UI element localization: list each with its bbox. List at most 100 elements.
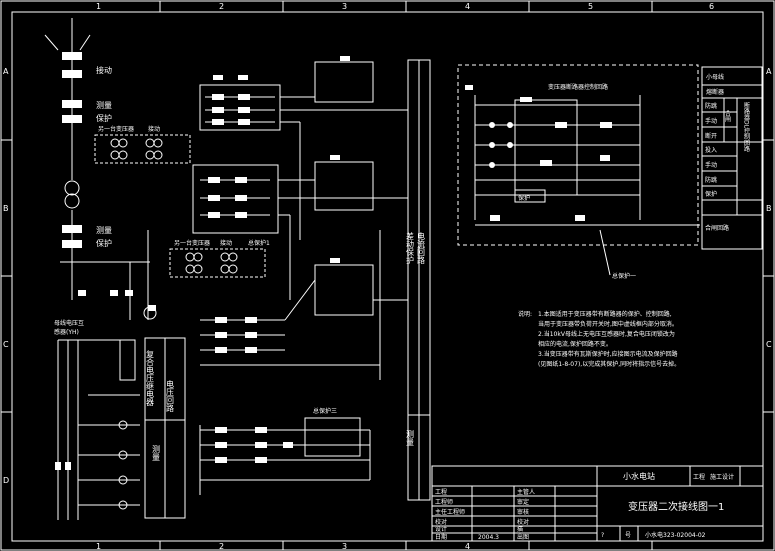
label-zongbaohu: 总保护1 bbox=[248, 239, 270, 247]
legend-row: 保护 bbox=[705, 190, 717, 198]
row-label: B bbox=[766, 204, 772, 213]
row-label: A bbox=[3, 67, 9, 76]
title-block-text: 小水电站 工程 施工设计 变压器二次接线图一1 小水电323-02004-02 … bbox=[435, 471, 734, 541]
col-label: 4 bbox=[465, 2, 470, 11]
notes-line: 相应的电流,保护回路不变。 bbox=[538, 340, 612, 348]
differential-box bbox=[390, 59, 431, 501]
current-relays-mid bbox=[192, 161, 390, 300]
legend-labels: 小母线 熔断器 防跳 手动 断开 投入 手动 防跳 保护 合闸回路 合闸 断路器… bbox=[705, 73, 750, 232]
col-label: 2 bbox=[219, 2, 224, 11]
legend-side: 断路器DL控制回路 bbox=[743, 101, 750, 153]
station-name: 小水电站 bbox=[623, 471, 655, 481]
tb-row-label: 主管人 bbox=[517, 488, 535, 496]
relay-coils-low bbox=[215, 258, 340, 353]
label-other-transformer: 另一台变压器 bbox=[174, 239, 210, 247]
label-other-transformer: 另一台变压器 bbox=[98, 125, 134, 133]
col-label: 6 bbox=[709, 2, 714, 11]
tb-row-label: 校对 bbox=[435, 518, 447, 526]
voltage-relay-labels: 复合电压继电器 电压回路 测量 bbox=[146, 349, 175, 461]
notes-line: 3.当变压器带有瓦斯保护时,应接图示电流及保护回路 bbox=[538, 350, 678, 358]
relay-coils-top bbox=[212, 56, 350, 125]
label-measure: 测量 bbox=[406, 430, 415, 446]
label-current-circuit: 电流回路 bbox=[417, 231, 426, 264]
legend-row: 小母线 bbox=[706, 73, 724, 81]
inner-frame bbox=[11, 11, 764, 542]
fuse-icon bbox=[143, 306, 157, 320]
label-voltage-circuit: 电压回路 bbox=[166, 379, 175, 412]
mark: 号 bbox=[625, 532, 631, 539]
voltage-relay-box bbox=[144, 337, 186, 519]
tb-row-label: 工程师 bbox=[435, 498, 453, 506]
tb-row-label: 主任工程师 bbox=[435, 508, 465, 516]
current-relays-top bbox=[199, 61, 390, 240]
legend-row: 手动 bbox=[705, 117, 717, 125]
label-zongbaohu-3: 总保护三 bbox=[313, 407, 337, 415]
legend-row: 防跳 bbox=[705, 176, 717, 184]
col-label: 1 bbox=[96, 2, 101, 11]
label-pt: 母线电压互 bbox=[54, 319, 84, 327]
breaker-control bbox=[457, 64, 700, 276]
other-transformer-box bbox=[94, 134, 266, 278]
drawing-number: 小水电323-02004-02 bbox=[645, 531, 706, 539]
notes-line: 1.本图适用于变压器带有断路器的保护、控制回路, bbox=[538, 310, 672, 318]
ct-cores bbox=[62, 52, 156, 311]
label-baohu: 保护 bbox=[96, 113, 112, 123]
notes-line: 2.当10kV母线上无电压互感器时,复合电压闭锁改为 bbox=[538, 330, 675, 338]
stage-value: 施工设计 bbox=[710, 473, 734, 481]
col-label: 2 bbox=[219, 542, 224, 551]
col-label: 3 bbox=[342, 2, 347, 11]
label-diff-protection: 差动保护 bbox=[406, 231, 415, 265]
label-jiedong-small: 接动 bbox=[220, 239, 232, 247]
mark: ? bbox=[601, 532, 604, 539]
label-breaker-control: 变压器断路器控制回路 bbox=[548, 83, 608, 91]
tb-row-label: 审核 bbox=[517, 508, 529, 516]
pt-fuses bbox=[55, 462, 71, 470]
label-pt: 感器(YH) bbox=[54, 328, 79, 336]
col-label: 5 bbox=[588, 2, 593, 11]
drawing-title: 变压器二次接线图一1 bbox=[628, 500, 724, 513]
row-label: D bbox=[3, 476, 9, 485]
legend-row: 投入 bbox=[705, 146, 717, 154]
tb-row-label: 审定 bbox=[517, 498, 529, 506]
label-composite-relay: 复合电压继电器 bbox=[146, 349, 155, 407]
label-celiang: 测量 bbox=[96, 101, 112, 110]
notes-line: 当用于变压器带负荷开关时,图中虚线框内部分取消。 bbox=[538, 320, 678, 328]
legend-row: 断开 bbox=[705, 132, 717, 140]
breaker-control-labels: 变压器断路器控制回路 保护 总保护一 bbox=[518, 83, 636, 280]
grid-labels: 1 2 3 4 5 6 1 2 3 4 A B C D A B C bbox=[3, 2, 772, 551]
col-label: 4 bbox=[465, 542, 470, 551]
label-baohu: 保护 bbox=[96, 238, 112, 248]
row-label: A bbox=[766, 67, 772, 76]
tb-row-label: 出图 bbox=[517, 533, 529, 541]
legend-row: 熔断器 bbox=[706, 88, 724, 96]
legend-row: 防跳 bbox=[705, 102, 717, 110]
notes: 说明: 1.本图适用于变压器带有断路器的保护、控制回路, 当用于变压器带负荷开关… bbox=[518, 310, 680, 368]
primary-bus bbox=[44, 18, 150, 320]
tb-row-label: 校对 bbox=[517, 518, 529, 526]
notes-line: (见图纸1-8-07),以完成其保护,同时将指示信号去掉。 bbox=[538, 360, 680, 368]
label-measure: 测量 bbox=[152, 445, 161, 461]
notes-heading: 说明: bbox=[518, 310, 532, 318]
row-label: C bbox=[766, 340, 772, 349]
label-jiedong: 接动 bbox=[96, 65, 112, 75]
label-protection: 保护 bbox=[518, 194, 530, 202]
stage-label: 工程 bbox=[693, 473, 705, 481]
legend-side: 合闸 bbox=[724, 109, 731, 123]
tb-row-label: 工程 bbox=[435, 488, 447, 496]
tb-date: 2004.3 bbox=[478, 534, 499, 541]
tb-row-label: 描 bbox=[517, 525, 523, 533]
col-label: 1 bbox=[96, 542, 101, 551]
label-celiang: 测量 bbox=[96, 226, 112, 235]
label-zongbaohu-1: 总保护一 bbox=[612, 272, 636, 280]
differential-labels: 差动保护 电流回路 测量 bbox=[406, 231, 426, 446]
legend-row: 合闸回路 bbox=[705, 224, 729, 232]
label-jiedong-small: 接动 bbox=[148, 125, 160, 133]
control-contacts bbox=[465, 85, 612, 221]
legend-row: 手动 bbox=[705, 161, 717, 169]
tb-row-label: 日期 bbox=[435, 533, 447, 541]
left-labels: 接动 测量 保护 另一台变压器 接动 测量 保护 另一台变压器 接动 总保护1 … bbox=[54, 65, 270, 336]
col-label: 3 bbox=[342, 542, 347, 551]
legend-table bbox=[701, 66, 763, 250]
pt-circuit bbox=[57, 339, 140, 520]
